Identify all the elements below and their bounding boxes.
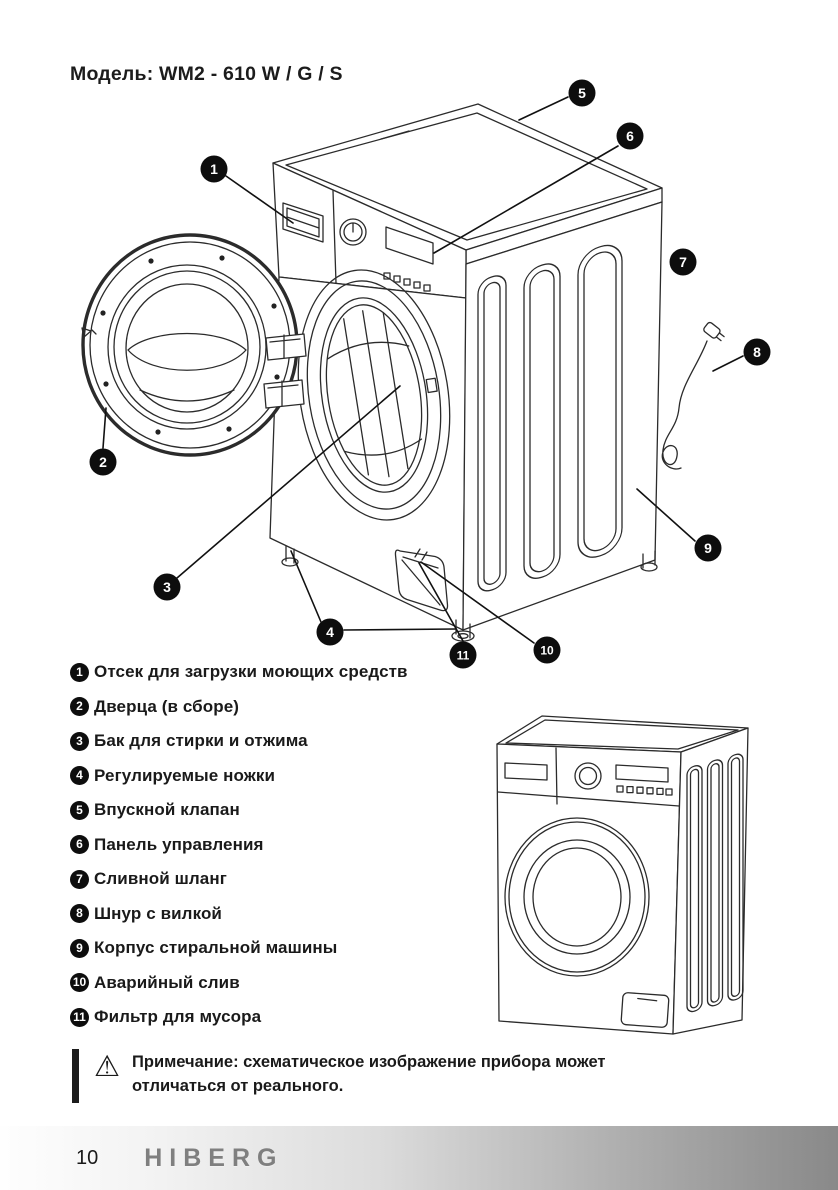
callout-9: 9 (694, 534, 722, 562)
part-number-badge: 8 (70, 904, 89, 924)
svg-text:1: 1 (210, 161, 218, 177)
part-number-badge: 6 (70, 835, 89, 855)
part-number-badge: 4 (70, 766, 89, 786)
callout-badges: 1 2 3 4 5 6 7 8 9 10 11 (89, 79, 771, 669)
filter-door-small (620, 992, 670, 1028)
note-line-2: отличаться от реального. (132, 1077, 344, 1095)
warning-triangle-icon: ⚠ (94, 1049, 120, 1083)
callout-2: 2 (89, 448, 117, 476)
callout-4: 4 (316, 618, 344, 646)
callout-6: 6 (616, 122, 644, 150)
power-cord (661, 321, 725, 470)
part-number-badge: 3 (70, 731, 89, 751)
callout-7: 7 (669, 248, 697, 276)
side-channels-small (686, 753, 744, 1013)
callout-10: 10 (533, 636, 561, 664)
part-label: Отсек для загрузки моющих средств (94, 662, 408, 682)
note-text: Примечание: схематическое изображение пр… (132, 1046, 606, 1103)
machine-isometric-view (81, 103, 725, 642)
page-number: 10 (76, 1146, 99, 1169)
svg-text:7: 7 (679, 254, 687, 270)
note-block: ⚠ Примечание: схематическое изображение … (72, 1046, 752, 1103)
svg-text:6: 6 (626, 128, 634, 144)
part-number-badge: 10 (70, 973, 89, 993)
part-label: Дверца (в сборе) (94, 696, 240, 716)
part-label: Шнур с вилкой (94, 903, 222, 923)
part-label: Фильтр для мусора (94, 1007, 262, 1027)
callout-5: 5 (568, 79, 596, 107)
part-label: Корпус стиральной машины (94, 938, 338, 958)
svg-text:4: 4 (326, 624, 334, 640)
service-flap (394, 548, 449, 612)
svg-text:3: 3 (163, 579, 171, 595)
control-buttons (383, 272, 431, 292)
part-number-badge: 9 (70, 938, 89, 958)
door-assembly (81, 233, 307, 457)
door-latch (81, 327, 97, 338)
note-accent-bar (72, 1049, 79, 1103)
part-label: Бак для стирки и отжима (94, 731, 308, 751)
detergent-drawer (282, 202, 324, 243)
part-number-badge: 1 (70, 662, 89, 682)
svg-text:10: 10 (540, 644, 554, 658)
side-panel-channels (477, 244, 623, 592)
display-panel (385, 226, 434, 265)
callout-leader-lines (102, 96, 744, 644)
door-hinges (263, 333, 307, 409)
part-number-badge: 11 (70, 1007, 89, 1027)
brand-logo: HIBERG (144, 1143, 284, 1172)
footer-bar: 10 HIBERG (0, 1126, 838, 1190)
callout-11: 11 (449, 641, 477, 669)
washing-machine-diagram: 1 2 3 4 5 6 7 8 9 10 11 (81, 79, 771, 1035)
part-number-badge: 5 (70, 800, 89, 820)
part-label: Панель управления (94, 834, 264, 854)
svg-text:11: 11 (457, 649, 470, 663)
callout-1: 1 (200, 155, 228, 183)
door-screws (100, 255, 280, 435)
svg-text:5: 5 (578, 85, 586, 101)
part-label: Впускной клапан (94, 800, 240, 820)
note-line-1: Примечание: схематическое изображение пр… (132, 1053, 606, 1071)
callout-8: 8 (743, 338, 771, 366)
svg-text:9: 9 (704, 540, 712, 556)
svg-text:8: 8 (753, 344, 761, 360)
part-label: Аварийный слив (94, 972, 240, 992)
buttons-small (616, 785, 673, 796)
porthole-and-drum (297, 269, 451, 521)
part-label: Регулируемые ножки (94, 765, 276, 785)
program-knob (339, 218, 367, 246)
part-number-badge: 7 (70, 869, 89, 889)
part-number-badge: 2 (70, 697, 89, 717)
page-title: Модель: WM2 - 610 W / G / S (70, 63, 343, 85)
svg-text:2: 2 (99, 454, 107, 470)
machine-front-view (496, 715, 749, 1035)
door-small (504, 817, 650, 977)
callout-3: 3 (153, 573, 181, 601)
part-label: Сливной шланг (94, 869, 227, 889)
